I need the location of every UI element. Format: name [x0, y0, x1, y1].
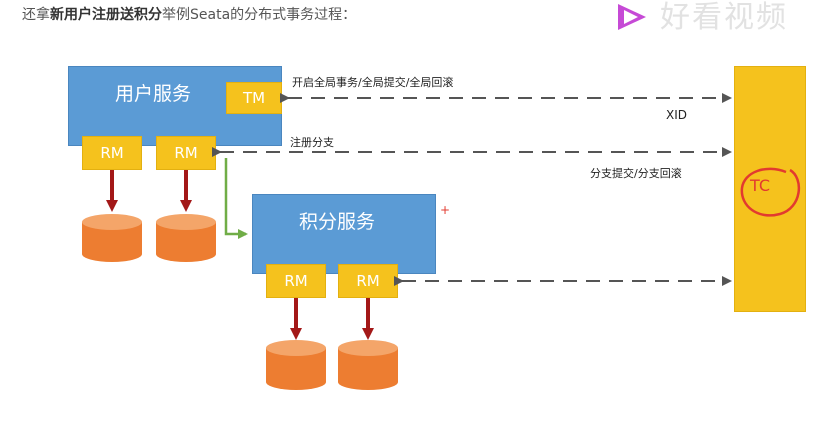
watermark-logo: 好看视频 [600, 0, 816, 34]
database-icon [82, 214, 142, 262]
points-rm-box-1: RM [266, 264, 326, 298]
database-icon [266, 340, 326, 390]
database-icon [156, 214, 216, 262]
points-service-label: 积分服务 [299, 211, 376, 233]
user-rm-box-2: RM [156, 136, 216, 170]
tc-column [734, 66, 806, 312]
play-logo-icon [618, 4, 646, 30]
xid-label: XID [666, 108, 687, 122]
watermark-text: 好看视频 [660, 0, 788, 34]
tc-highlight-circle [740, 167, 801, 217]
database-icon [338, 340, 398, 390]
tc-label: TC [750, 176, 771, 195]
tm-box: TM [226, 82, 282, 114]
plus-mark: + [440, 203, 451, 217]
user-rm-box-1: RM [82, 136, 142, 170]
user-service-label: 用户服务 [115, 83, 192, 105]
tm-arrow-label: 开启全局事务/全局提交/全局回滚 [292, 76, 454, 89]
caption-suffix: 举例Seata的分布式事务过程： [162, 7, 357, 23]
caption-bold: 新用户注册送积分 [50, 7, 162, 23]
caption-prefix: 还拿 [22, 7, 50, 23]
register-branch-label: 注册分支 [290, 136, 334, 149]
call-arrow [224, 158, 248, 239]
branch-commit-label: 分支提交/分支回滚 [590, 167, 682, 180]
diagram-caption: 还拿新用户注册送积分举例Seata的分布式事务过程： [22, 4, 356, 24]
